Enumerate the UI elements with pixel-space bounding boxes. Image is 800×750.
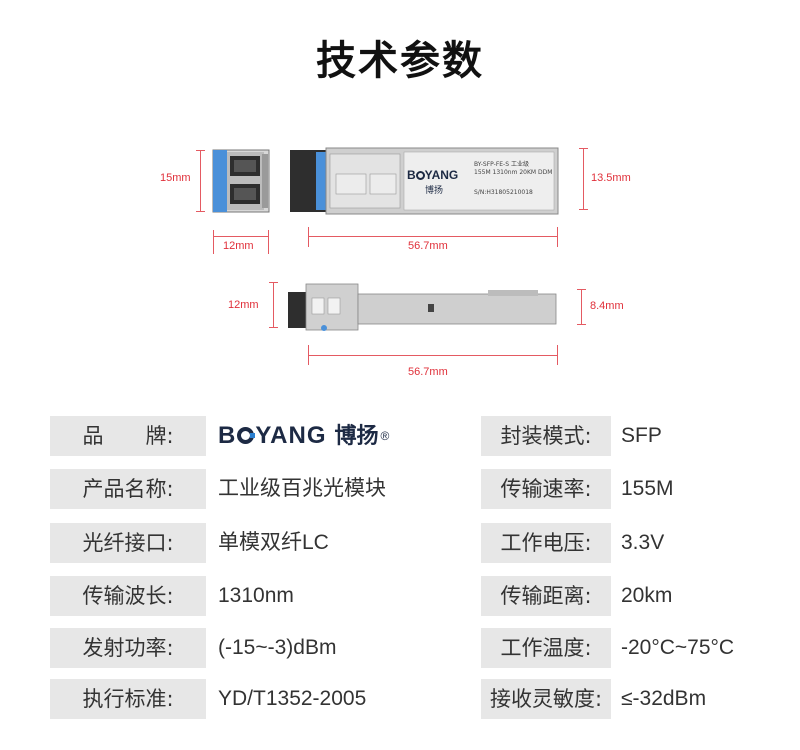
spec-value-sensitivity: ≤-32dBm: [621, 687, 707, 710]
spec-label-product-name: 产品名称:: [50, 469, 206, 509]
brand-logo: B YANG 博扬®: [218, 416, 458, 456]
spec-value-voltage: 3.3V: [621, 531, 665, 554]
top-view-length-dim: 56.7mm: [408, 240, 448, 252]
end-view-width-dim: 12mm: [223, 240, 254, 252]
side-view-height-dim-right: 8.4mm: [590, 300, 624, 312]
spec-label-tx-power: 发射功率:: [50, 628, 206, 668]
side-view-height-dim-left: 12mm: [228, 299, 259, 311]
brand-prefix: B: [218, 422, 237, 449]
brand-registered-icon: ®: [380, 429, 390, 443]
end-view-height-dim: 15mm: [160, 172, 191, 184]
spec-label-distance: 传输距离:: [481, 576, 611, 616]
page-title: 技术参数: [316, 38, 484, 84]
spec-value-fiber-interface: 单模双纤LC: [218, 531, 329, 554]
top-view-height-dim: 13.5mm: [591, 172, 631, 184]
spec-value-rate: 155M: [621, 477, 674, 500]
label-line1: BY-SFP-FE-S 工业级: [474, 161, 529, 168]
label-brand-suffix: YANG: [424, 168, 459, 182]
label-line2: 155M 1310nm 20KM DDM: [474, 169, 553, 176]
spec-label-sensitivity: 接收灵敏度:: [481, 679, 611, 719]
spec-value-product-name: 工业级百兆光模块: [218, 477, 386, 500]
side-view-length-dim: 56.7mm: [408, 366, 448, 378]
brand-o-icon: [237, 427, 256, 444]
spec-value-standard: YD/T1352-2005: [218, 687, 367, 710]
spec-label-standard: 执行标准:: [50, 679, 206, 719]
spec-label-package: 封装模式:: [481, 416, 611, 456]
spec-value-distance: 20km: [621, 584, 673, 607]
spec-value-package: SFP: [621, 424, 662, 447]
brand-suffix: YANG: [255, 422, 327, 449]
spec-value-tx-power: (-15~-3)dBm: [218, 636, 337, 659]
spec-label-wavelength: 传输波长:: [50, 576, 206, 616]
brand-o-icon: [415, 171, 425, 180]
spec-value-wavelength: 1310nm: [218, 584, 294, 607]
spec-label-temperature: 工作温度:: [481, 628, 611, 668]
brand-cn: 博扬: [334, 423, 379, 448]
spec-label-fiber-interface: 光纤接口:: [50, 523, 206, 563]
spec-label-brand: 品 牌:: [50, 416, 206, 456]
module-label-logo: B YANG 博扬: [407, 164, 477, 204]
label-brand-prefix: B: [407, 168, 416, 182]
label-brand-cn: 博扬: [425, 186, 444, 196]
spec-value-temperature: -20°C~75°C: [621, 636, 735, 659]
label-serial: S/N:H31805210018: [474, 189, 533, 196]
spec-label-voltage: 工作电压:: [481, 523, 611, 563]
spec-label-rate: 传输速率:: [481, 469, 611, 509]
